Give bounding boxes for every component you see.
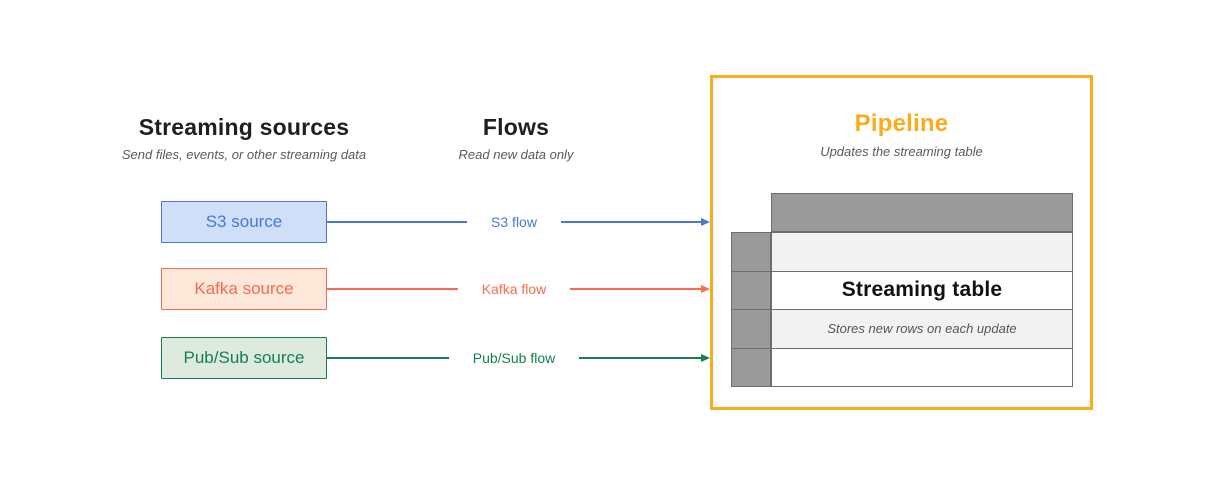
flow-line <box>327 288 458 290</box>
flow-line <box>327 221 468 223</box>
streaming-table-title: Streaming table <box>841 278 1003 302</box>
source-box-kafka: Kafka source <box>161 268 327 310</box>
sources-title: Streaming sources <box>138 114 350 140</box>
pipeline-title: Pipeline <box>854 110 949 137</box>
table-row <box>772 348 1072 386</box>
arrow-right-icon <box>701 354 710 362</box>
table-row-header-cell <box>732 348 770 386</box>
table-row-header-cell <box>732 233 770 271</box>
flows-title: Flows <box>482 114 550 140</box>
table-body: Streaming table Stores new rows on each … <box>771 232 1073 387</box>
table-row-header-band <box>731 232 771 387</box>
flow-line <box>327 357 449 359</box>
flow-line <box>570 288 701 290</box>
flows-subtitle: Read new data only <box>458 147 574 163</box>
pipeline-box: Pipeline Updates the streaming table Str… <box>710 75 1093 410</box>
source-box-s3: S3 source <box>161 201 327 243</box>
table-row-header-cell <box>732 271 770 309</box>
flow-line <box>579 357 701 359</box>
flow-label-s3: S3 flow <box>491 214 537 230</box>
table-row-header-cell <box>732 310 770 348</box>
arrow-right-icon <box>701 218 711 226</box>
flow-row-s3: S3 source S3 flow <box>161 201 711 243</box>
streaming-table-caption: Stores new rows on each update <box>827 321 1017 337</box>
source-box-pubsub: Pub/Sub source <box>161 337 327 379</box>
flows-header: Flows Read new data only <box>396 114 636 162</box>
flow-row-kafka: Kafka source Kafka flow <box>161 268 710 310</box>
flow-line <box>560 221 702 223</box>
sources-subtitle: Send files, events, or other streaming d… <box>121 147 367 163</box>
table-row: Streaming table <box>772 271 1072 309</box>
flow-label-pubsub: Pub/Sub flow <box>472 350 556 366</box>
arrow-right-icon <box>701 285 710 293</box>
table-row: Stores new rows on each update <box>772 310 1072 348</box>
table-column-header-band <box>771 193 1073 232</box>
flow-row-pubsub: Pub/Sub source Pub/Sub flow <box>161 337 710 379</box>
flow-label-kafka: Kafka flow <box>481 281 547 297</box>
pipeline-header: Pipeline Updates the streaming table <box>713 110 1090 159</box>
source-box-label: Pub/Sub source <box>183 348 305 367</box>
source-box-label: S3 source <box>205 212 283 231</box>
pipeline-subtitle: Updates the streaming table <box>820 143 983 159</box>
streaming-table-graphic: Streaming table Stores new rows on each … <box>731 193 1073 387</box>
sources-header: Streaming sources Send files, events, or… <box>64 114 424 162</box>
source-box-label: Kafka source <box>194 279 294 298</box>
table-row <box>772 233 1072 271</box>
